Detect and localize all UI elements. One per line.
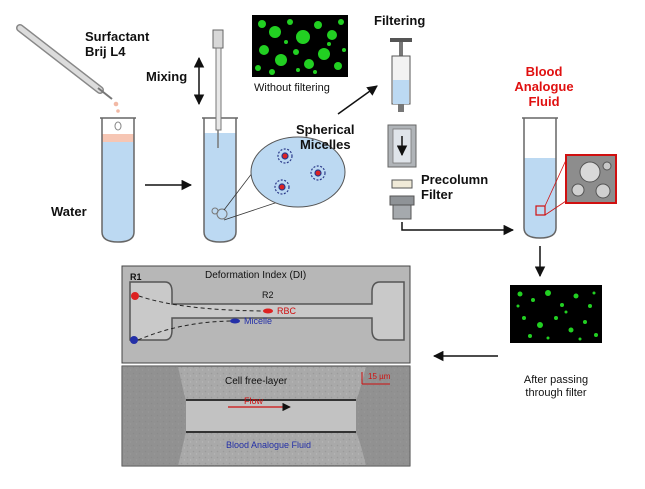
micelle-photo [565,154,617,204]
test-tube-mixing [202,29,238,243]
precolumn-filter-label: Precolumn Filter [421,172,489,203]
without-filtering-label: Without filtering [254,82,330,94]
r2-label: R2 [262,290,274,300]
spherical-label-line2: Micelles [299,136,351,152]
after-label-line1: After passing [523,374,589,386]
blood-label-line3: Fluid [528,93,560,109]
blood-analogue-label: Blood Analogue Fluid [508,64,580,110]
water-label: Water [51,204,87,219]
precolumn-label-line2: Filter [421,186,453,202]
micrograph-cell-free-layer [121,365,411,467]
blood-label-line2: Analogue [514,78,574,94]
after-filter-label: After passing through filter [508,374,604,399]
surfactant-drop [116,109,120,113]
after-label-line2: through filter [525,386,587,399]
fluid-label: Blood Analogue Fluid [226,440,312,450]
scale-label: 15 µm [368,372,391,381]
cell-free-layer-title: Cell free-layer [225,376,288,387]
spherical-label-line1: Spherical [296,122,355,137]
precolumn-label-line1: Precolumn [421,172,489,187]
blood-label-line1: Blood [525,64,563,79]
test-tube-water [100,117,136,243]
arrow-to-filtering [337,85,378,115]
surfactant-label: Surfactant Brij L4 [85,29,150,60]
without-filtering-image [252,15,348,77]
micelles-zoom [250,136,346,208]
test-tube-blood-analogue [522,117,558,239]
rbc-label: RBC [277,306,297,316]
pipette [16,24,113,100]
r1-label: R1 [130,272,142,282]
micelle-label: Micelle [244,316,273,326]
surfactant-label-line2: Brij L4 [85,43,126,59]
syringe [390,38,412,112]
zoom-line [544,159,567,207]
mixing-label: Mixing [146,69,188,84]
micrograph-deformation [121,265,411,364]
precolumn-filter [387,124,417,220]
flow-label: Flow [244,396,264,406]
deformation-title: Deformation Index (DI) [205,270,307,281]
surfactant-label-line1: Surfactant [85,29,150,44]
surfactant-drop [113,101,119,107]
arrow-to-blood-analogue [401,222,515,236]
zoom-line [544,200,567,216]
after-filter-image [510,285,602,343]
spherical-micelles-label: Spherical Micelles [296,122,355,153]
filtering-label: Filtering [374,13,426,28]
zoom-line [223,199,285,221]
